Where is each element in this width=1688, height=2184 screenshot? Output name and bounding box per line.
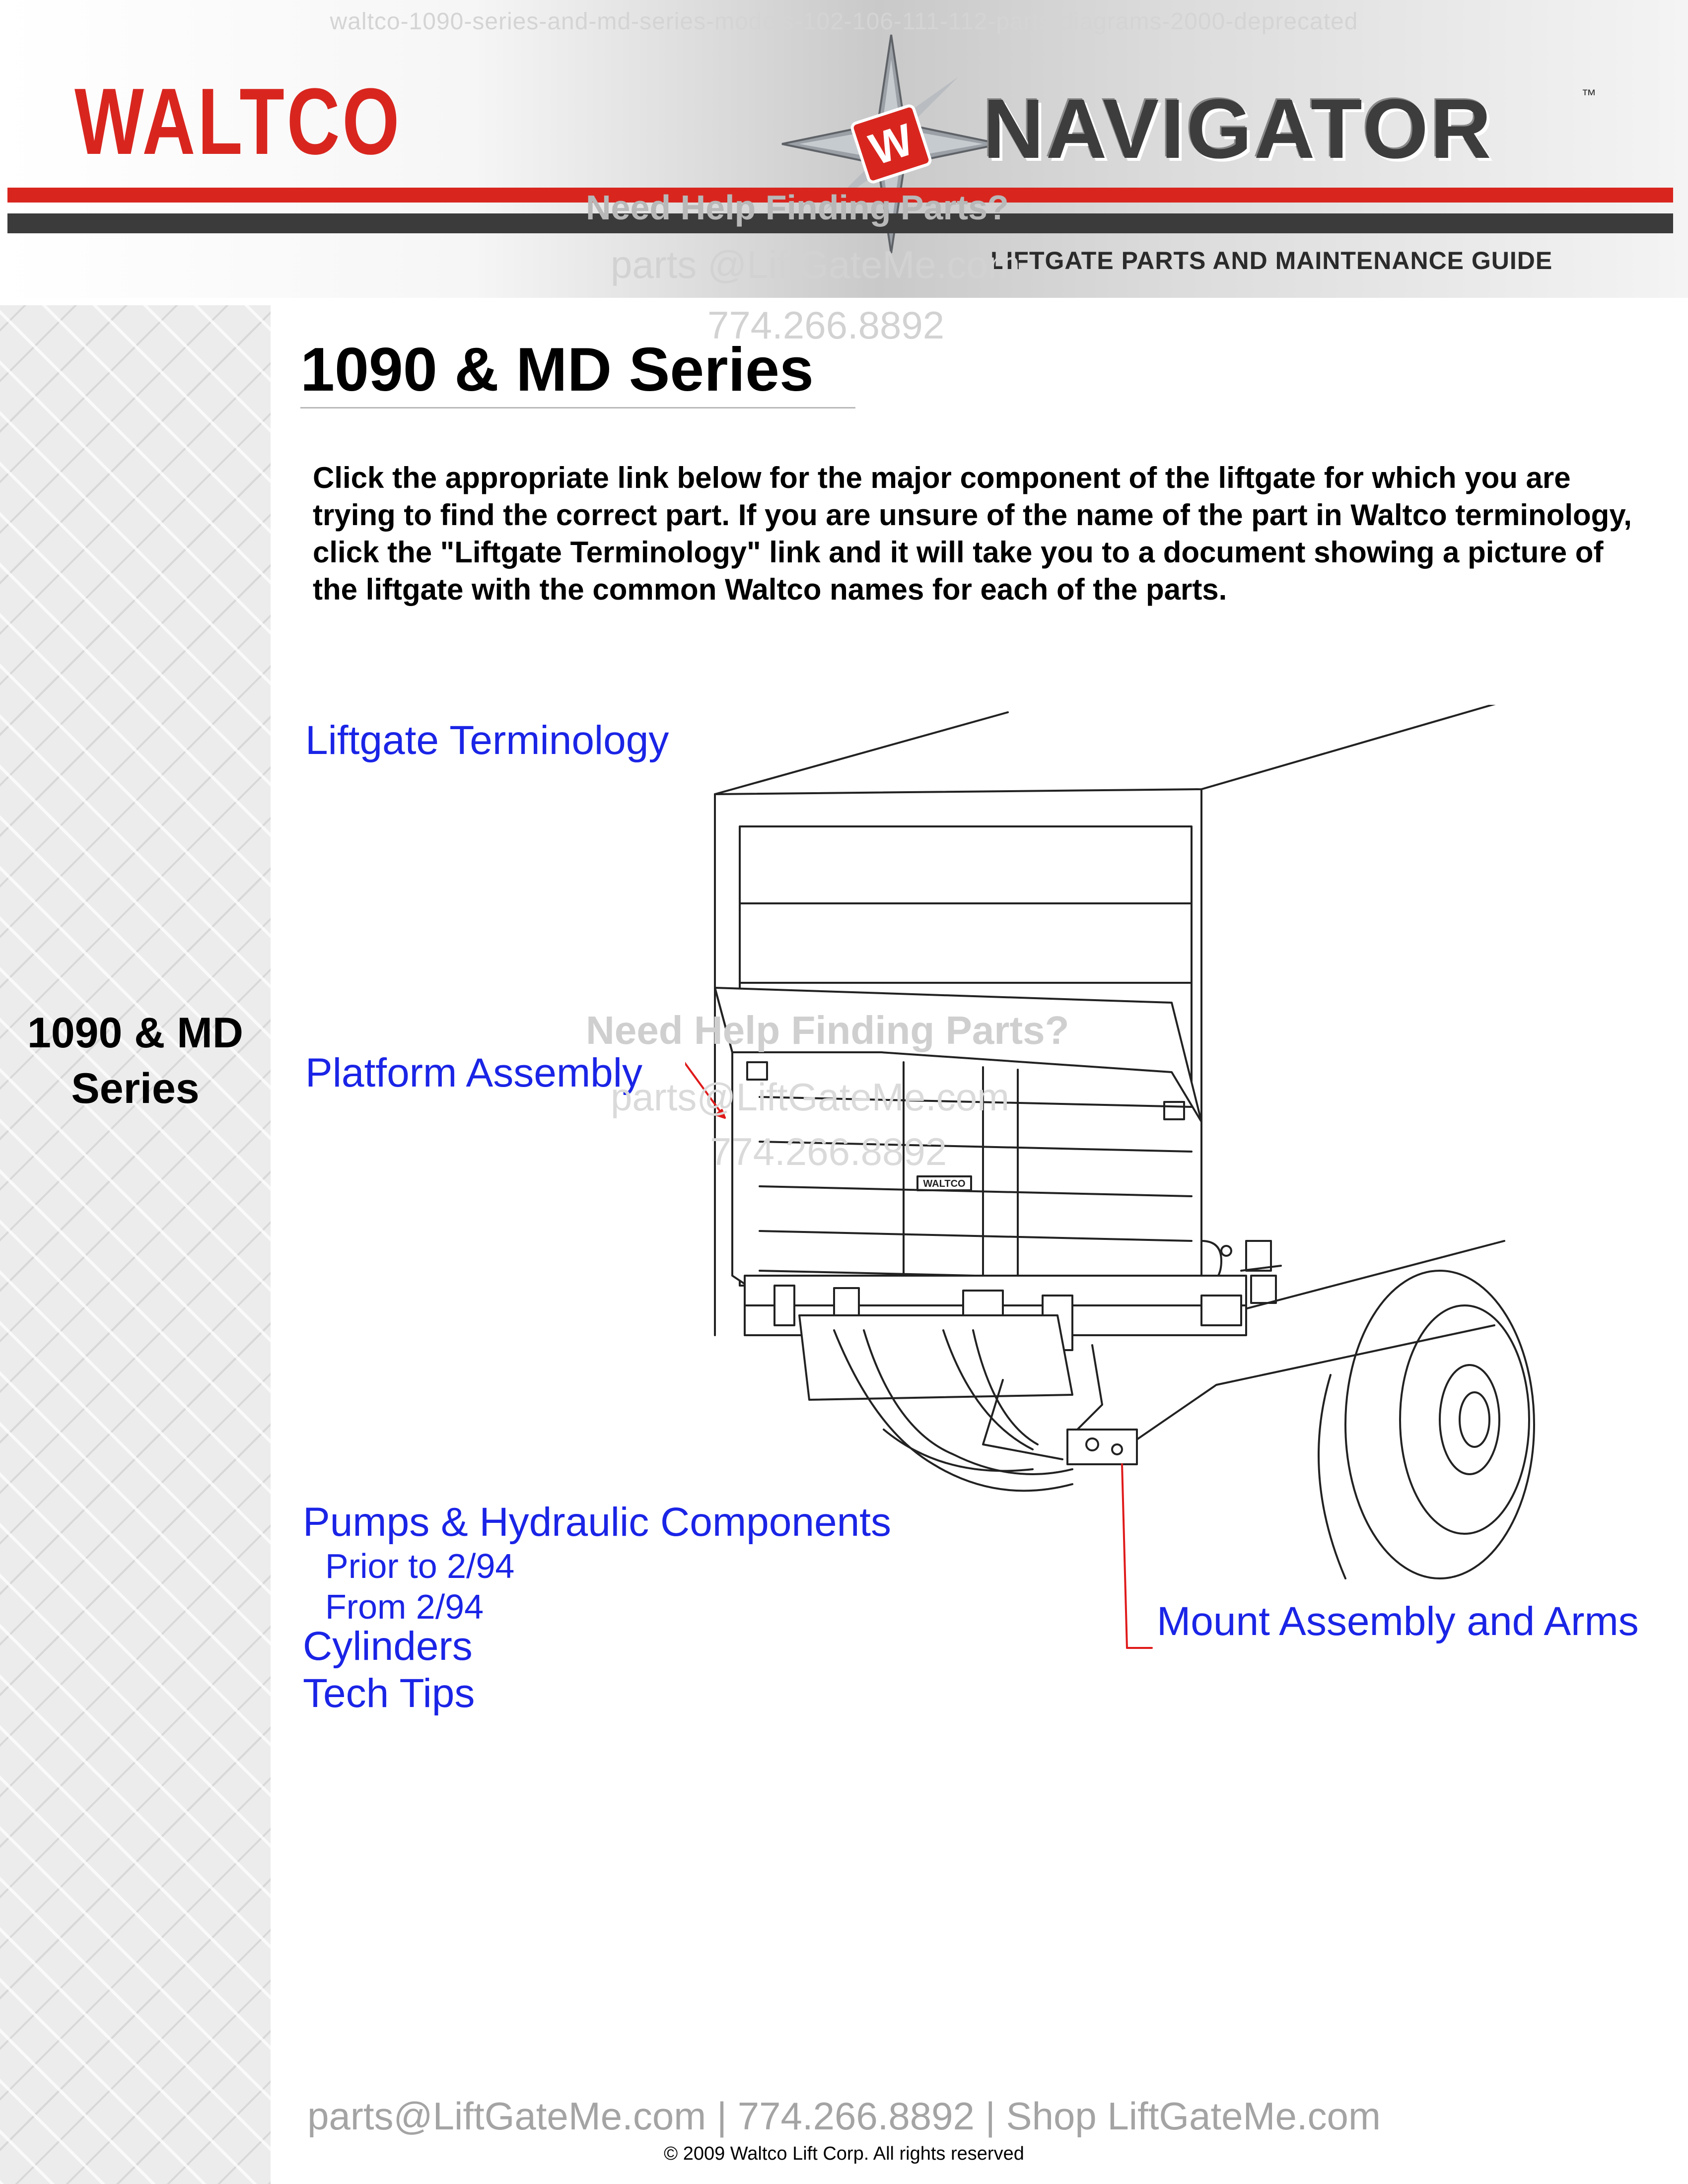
link-pumps-hydraulic[interactable]: Pumps & Hydraulic Components xyxy=(303,1500,891,1545)
watermark-phone-middle: 774.266.8892 xyxy=(710,1130,947,1173)
watermark-email-middle: parts@LiftGateMe.com xyxy=(611,1075,1010,1119)
navigator-logo: NAVIGATOR xyxy=(983,82,1493,176)
liftgate-diagram: WALTCO xyxy=(685,705,1535,1649)
header-dark-stripe xyxy=(7,213,1673,233)
diagram-plate-label: WALTCO xyxy=(923,1178,965,1189)
link-pumps-prior-to-2-94[interactable]: Prior to 2/94 xyxy=(325,1547,515,1585)
header-red-stripe xyxy=(7,188,1673,203)
sidebar: 1090 & MD Series xyxy=(0,305,271,2184)
link-mount-assembly-arms[interactable]: Mount Assembly and Arms xyxy=(1157,1599,1639,1644)
watermark-phone: 774.266.8892 xyxy=(707,303,945,347)
watermark-cta-middle: Need Help Finding Parts? xyxy=(586,1008,1069,1052)
navigator-star-icon: W xyxy=(781,34,1001,254)
sidebar-title: 1090 & MD Series xyxy=(0,1005,271,1116)
footer-contact: parts@LiftGateMe.com | 774.266.8892 | Sh… xyxy=(307,2094,1381,2138)
link-platform-assembly[interactable]: Platform Assembly xyxy=(305,1050,642,1095)
trademark-mark: ™ xyxy=(1581,87,1596,103)
waltco-logo: WALTCO xyxy=(74,69,402,174)
intro-paragraph: Click the appropriate link below for the… xyxy=(313,461,1632,606)
link-pumps-from-2-94[interactable]: From 2/94 xyxy=(325,1587,484,1626)
watermark-cta: Need Help Finding Parts? xyxy=(586,188,1009,227)
link-liftgate-terminology[interactable]: Liftgate Terminology xyxy=(305,718,669,763)
sidebar-title-line1: 1090 & MD xyxy=(27,1009,243,1057)
sidebar-title-line2: Series xyxy=(71,1065,200,1112)
page-title: 1090 & MD Series xyxy=(300,333,855,409)
copyright: © 2009 Waltco Lift Corp. All rights rese… xyxy=(664,2143,1024,2164)
header-subtitle: LIFTGATE PARTS AND MAINTENANCE GUIDE xyxy=(990,247,1553,274)
document-slug: waltco-1090-series-and-md-series-models-… xyxy=(330,8,1358,35)
watermark-email: parts @LiftGateMe.com xyxy=(611,243,1020,286)
link-cylinders[interactable]: Cylinders xyxy=(303,1624,473,1669)
header-banner: waltco-1090-series-and-md-series-models-… xyxy=(0,0,1688,298)
link-tech-tips[interactable]: Tech Tips xyxy=(303,1671,475,1716)
